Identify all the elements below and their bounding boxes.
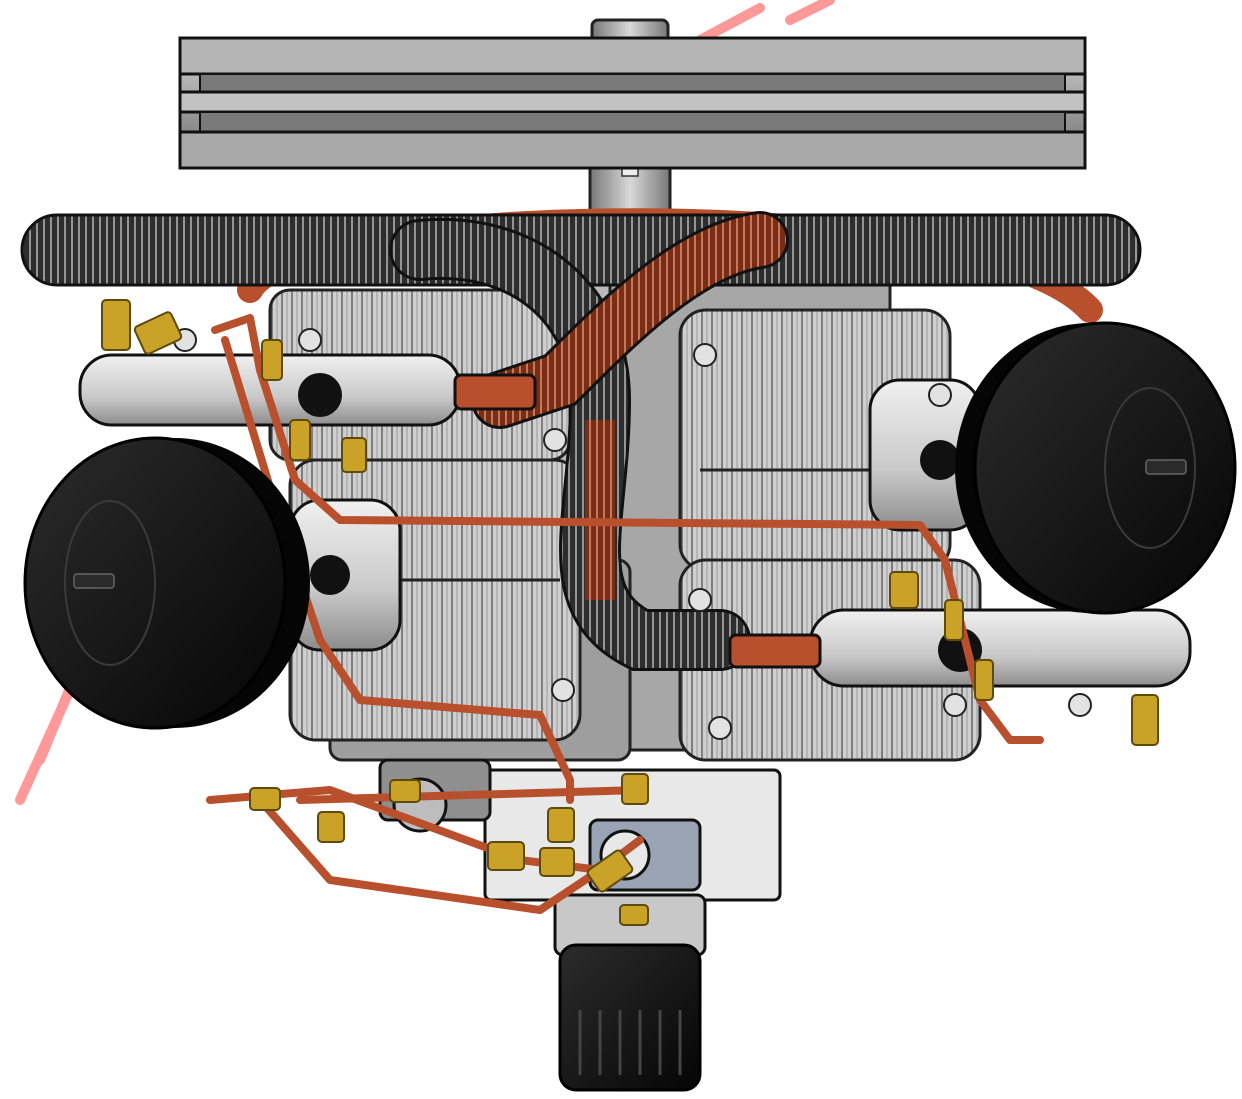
cooling-coil-cross xyxy=(389,211,789,671)
pulley xyxy=(178,36,1087,170)
brass-fittings xyxy=(101,299,1159,926)
right-air-filter xyxy=(955,321,1237,615)
bolts xyxy=(173,328,1092,867)
left-air-filter xyxy=(23,436,310,730)
right-cylinder-bank xyxy=(678,308,982,762)
left-lower-head xyxy=(288,498,402,652)
